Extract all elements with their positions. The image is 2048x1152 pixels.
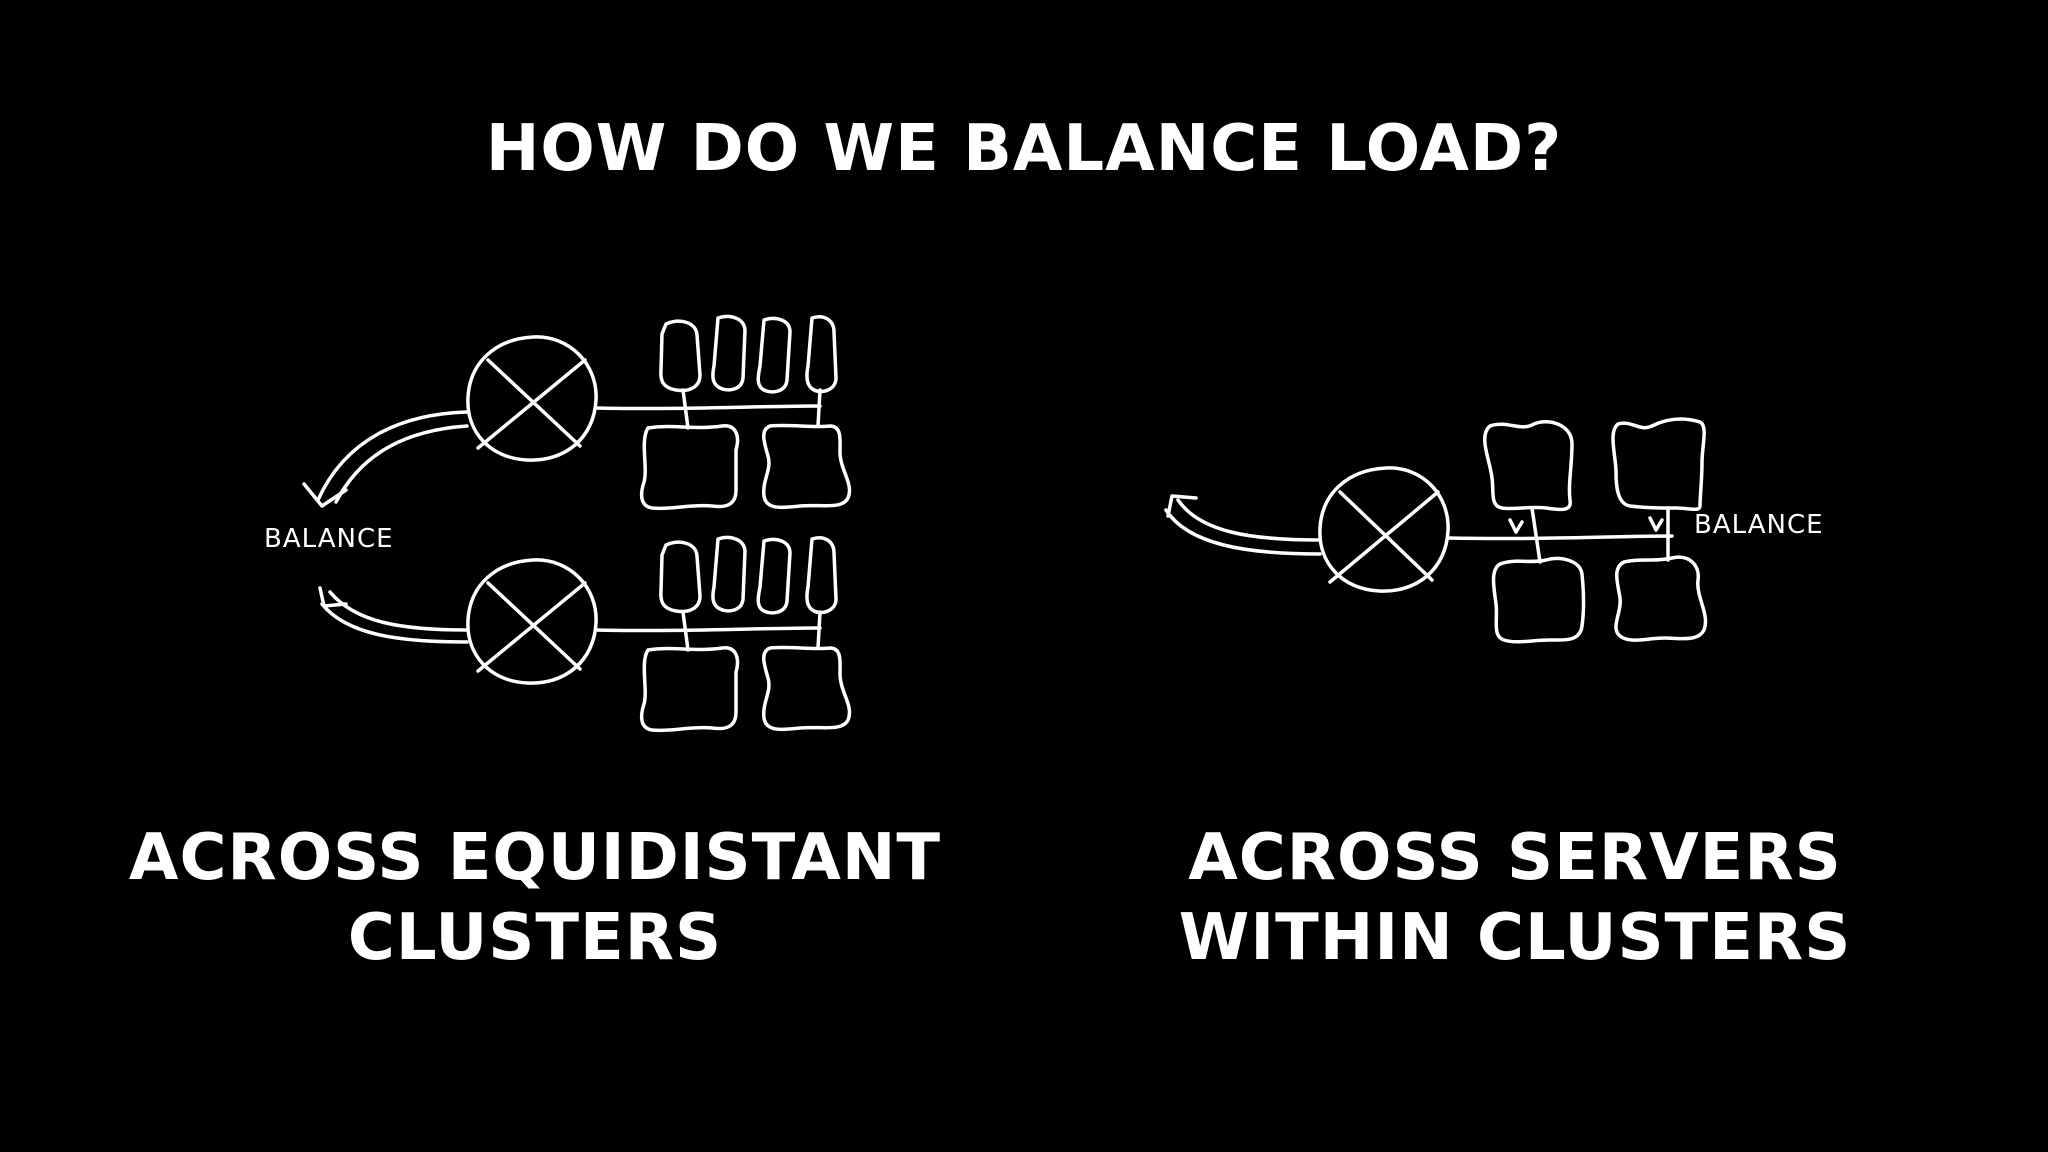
caption-right-line1: ACROSS SERVERS <box>1188 821 1842 895</box>
balance-label-right: BALANCE <box>1694 510 1824 540</box>
small-arrow-icon <box>1648 516 1664 532</box>
rack-link <box>681 610 690 652</box>
rack-link <box>594 404 822 411</box>
balance-label-left: BALANCE <box>264 524 394 554</box>
rack-link <box>681 388 690 430</box>
server-rack-bottom <box>639 535 852 733</box>
caption-left: ACROSS EQUIDISTANT CLUSTERS <box>60 818 1010 978</box>
caption-left-line1: ACROSS EQUIDISTANT <box>128 821 942 895</box>
rack-link <box>594 626 822 633</box>
caption-right: ACROSS SERVERS WITHIN CLUSTERS <box>1040 818 1990 978</box>
slide-title: HOW DO WE BALANCE LOAD? <box>485 112 1563 186</box>
left-cluster-bottom <box>318 535 852 733</box>
server-link <box>1530 506 1542 564</box>
curved-arrow-icon <box>318 586 469 644</box>
router-icon <box>466 558 598 685</box>
right-cluster <box>1164 417 1708 644</box>
curved-arrow-icon <box>302 410 469 508</box>
router-icon <box>1318 466 1450 593</box>
caption-left-line2: CLUSTERS <box>347 901 723 975</box>
caption-right-line2: WITHIN CLUSTERS <box>1178 901 1852 975</box>
curved-arrow-icon <box>1164 494 1322 556</box>
server-rack-top <box>639 314 852 511</box>
server-link <box>1446 534 1674 541</box>
rack-link <box>816 388 822 428</box>
small-arrow-icon <box>1508 518 1524 534</box>
left-cluster-top <box>302 314 852 511</box>
router-icon <box>466 335 598 462</box>
server-group <box>1483 417 1708 644</box>
rack-link <box>816 610 822 650</box>
